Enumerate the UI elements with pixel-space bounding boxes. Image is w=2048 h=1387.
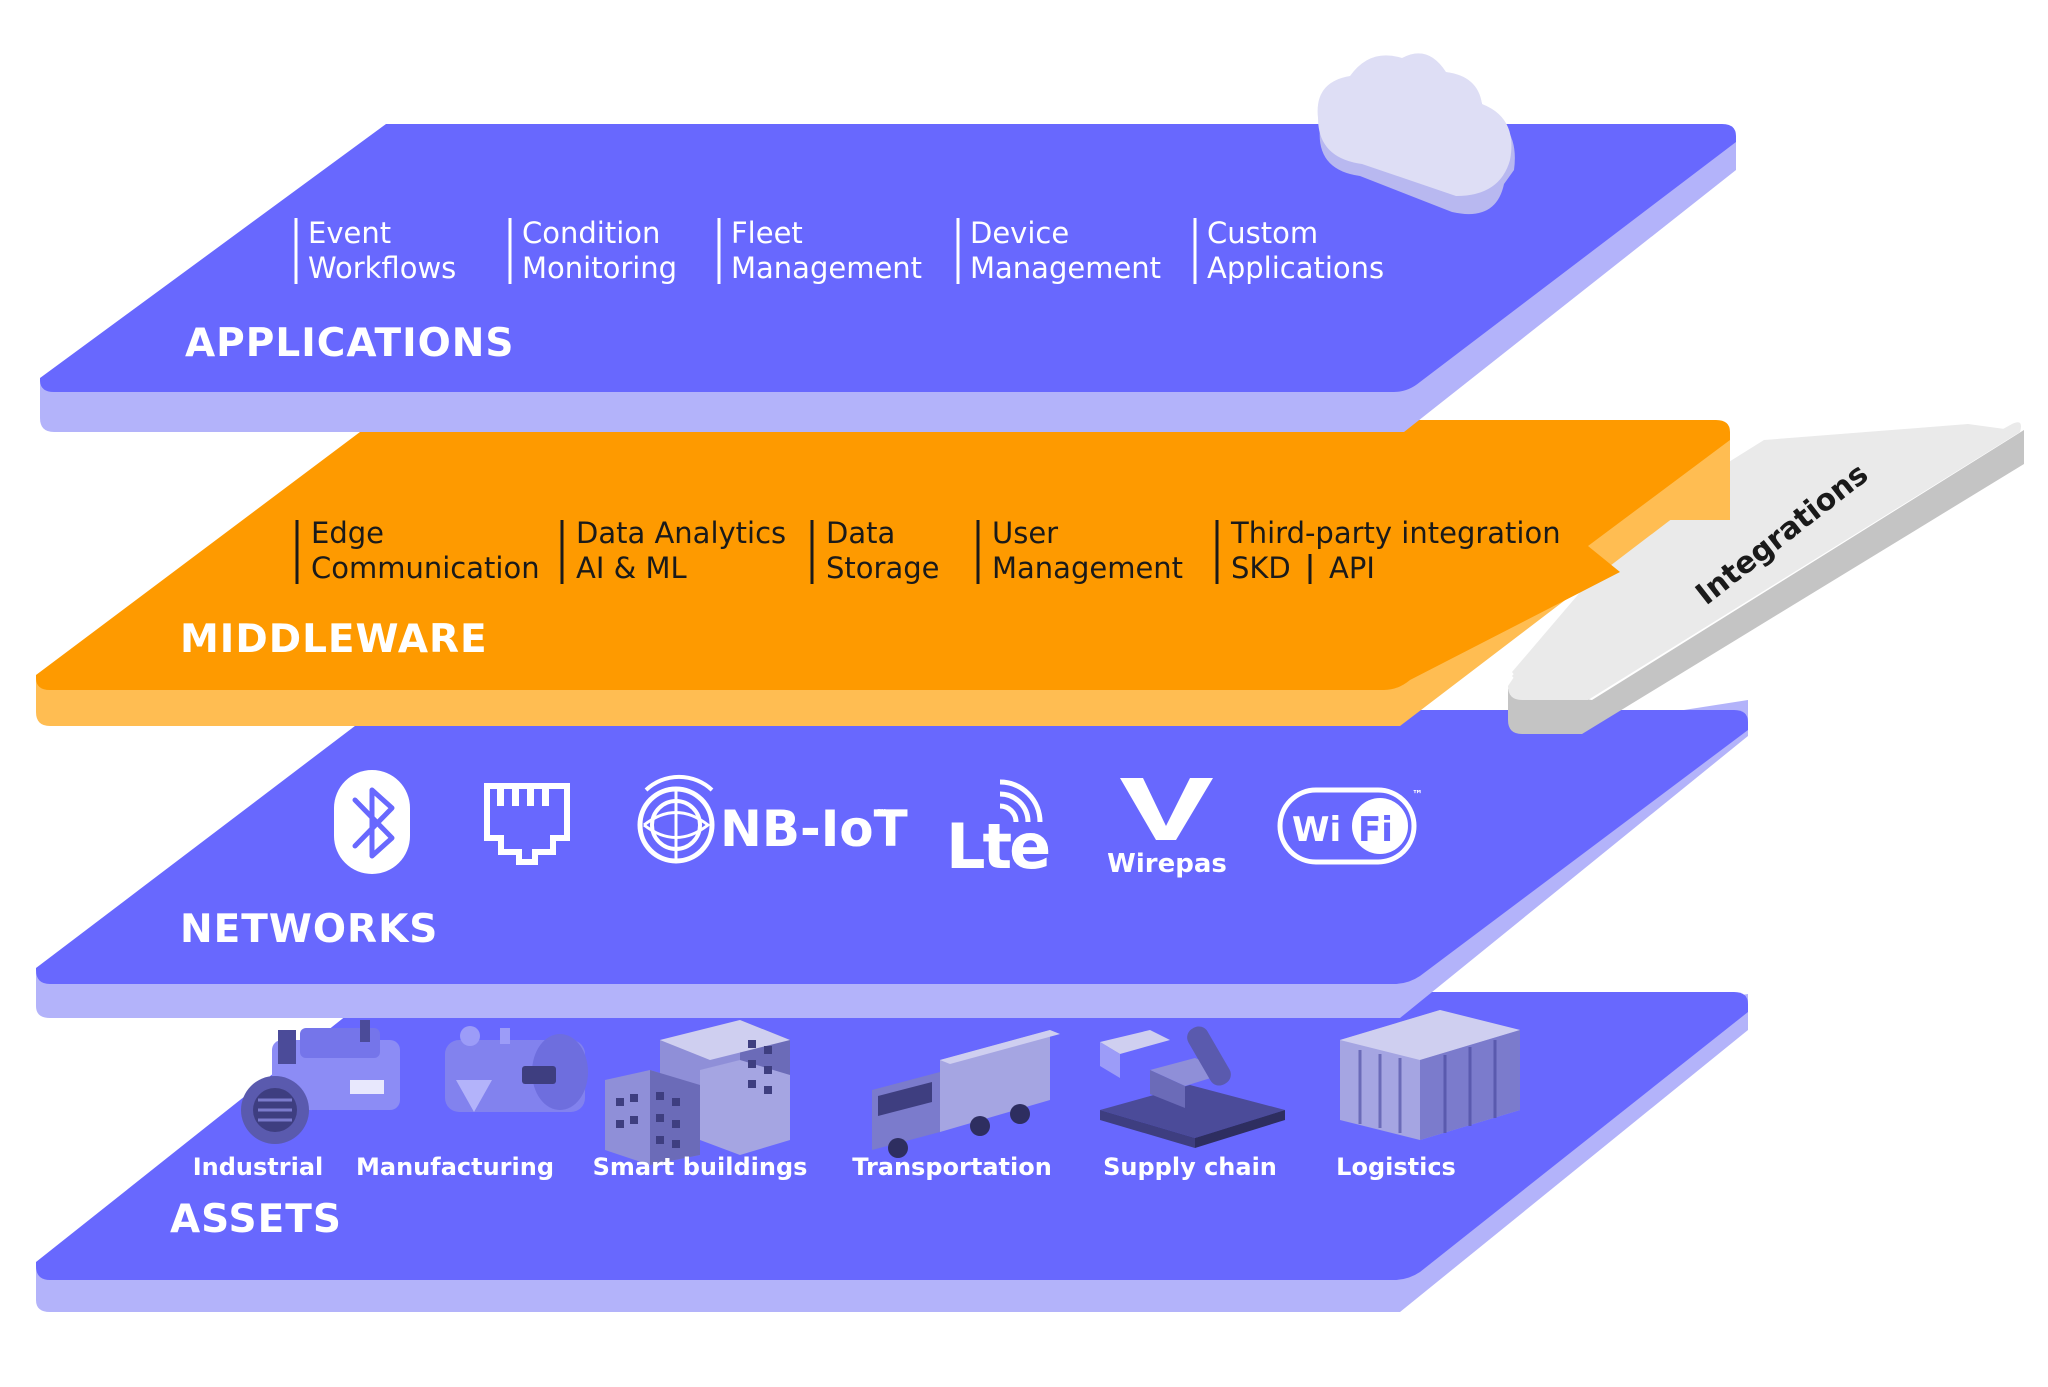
middleware-item-3: User Management bbox=[976, 516, 1183, 585]
applications-item-2-line1: Fleet bbox=[731, 216, 803, 250]
wifi-trademark: ™ bbox=[1412, 788, 1423, 801]
ethernet-port-icon bbox=[484, 783, 570, 865]
applications-item-0: Event Workflows bbox=[294, 216, 456, 285]
applications-item-3-line1: Device bbox=[970, 216, 1069, 250]
lte-logo: Lte bbox=[946, 779, 1052, 883]
wifi-label-wi: Wi bbox=[1292, 810, 1341, 850]
robot-arm-icon bbox=[1100, 1026, 1285, 1148]
applications-layer: Event Workflows Condition Monitoring Fle… bbox=[40, 53, 1736, 432]
applications-item-1-line2: Monitoring bbox=[522, 251, 677, 285]
asset-label-industrial: Industrial bbox=[193, 1153, 324, 1181]
middleware-item-4-line1: Third-party integration bbox=[1230, 516, 1561, 550]
industrial-pump-icon bbox=[241, 1020, 400, 1144]
applications-item-1-line1: Condition bbox=[522, 216, 660, 250]
middleware-item-1: Data Analytics AI & ML bbox=[560, 516, 786, 585]
middleware-item-2: Data Storage bbox=[810, 516, 939, 585]
asset-label-transportation: Transportation bbox=[852, 1153, 1052, 1181]
nb-iot-trademark: ™ bbox=[876, 807, 888, 821]
networks-title: NETWORKS bbox=[180, 907, 438, 952]
middleware-slab-top bbox=[36, 420, 1730, 690]
middleware-title: MIDDLEWARE bbox=[180, 617, 488, 662]
wirepas-label: Wirepas bbox=[1107, 849, 1227, 879]
middleware-item-0-line1: Edge bbox=[311, 516, 384, 550]
middleware-item-1-line1: Data Analytics bbox=[576, 516, 786, 550]
applications-item-0-line1: Event bbox=[308, 216, 391, 250]
applications-slab-top bbox=[40, 124, 1736, 392]
applications-item-3: Device Management bbox=[956, 216, 1161, 285]
middleware-item-0: Edge Communication bbox=[295, 516, 540, 585]
applications-item-2: Fleet Management bbox=[717, 216, 922, 285]
shipping-container-icon bbox=[1340, 1010, 1520, 1140]
middleware-item-3-line1: User bbox=[992, 516, 1058, 550]
networks-layer: NB-IoT ™ Lte Wirepas Wi Fi ™ NETWORKS bbox=[36, 700, 1748, 1018]
nb-iot-logo: NB-IoT ™ bbox=[637, 774, 908, 864]
cloud-icon bbox=[1317, 53, 1515, 215]
buildings-icon bbox=[605, 1020, 790, 1165]
asset-label-smart-buildings: Smart buildings bbox=[593, 1153, 808, 1181]
asset-label-supply-chain: Supply chain bbox=[1103, 1153, 1277, 1181]
applications-title: APPLICATIONS bbox=[185, 321, 514, 366]
asset-label-manufacturing: Manufacturing bbox=[356, 1153, 554, 1181]
assets-layer: Industrial Manufacturing Smart buildings… bbox=[36, 992, 1748, 1312]
middleware-layer: Edge Communication Data Analytics AI & M… bbox=[36, 420, 1730, 726]
asset-label-logistics: Logistics bbox=[1336, 1153, 1456, 1181]
middleware-item-1-line2: AI & ML bbox=[576, 551, 687, 585]
applications-item-3-line2: Management bbox=[970, 251, 1161, 285]
applications-item-4: Custom Applications bbox=[1193, 216, 1384, 285]
middleware-item-4: Third-party integration SKD API bbox=[1215, 516, 1561, 585]
wifi-label-fi: Fi bbox=[1358, 810, 1393, 850]
manufacturing-machine-icon bbox=[445, 1026, 588, 1112]
wifi-logo: Wi Fi ™ bbox=[1277, 787, 1423, 865]
lte-label: Lte bbox=[946, 810, 1049, 883]
nb-iot-label: NB-IoT bbox=[720, 800, 908, 858]
applications-item-4-line2: Applications bbox=[1207, 251, 1384, 285]
middleware-item-0-line2: Communication bbox=[311, 551, 540, 585]
middleware-item-4-line2b: API bbox=[1329, 551, 1375, 585]
middleware-item-3-line2: Management bbox=[992, 551, 1183, 585]
applications-item-4-line1: Custom bbox=[1207, 216, 1318, 250]
applications-item-0-line2: Workflows bbox=[308, 251, 456, 285]
applications-item-2-line2: Management bbox=[731, 251, 922, 285]
middleware-item-2-line1: Data bbox=[826, 516, 895, 550]
middleware-item-2-line2: Storage bbox=[826, 551, 939, 585]
assets-title: ASSETS bbox=[170, 1197, 342, 1242]
wirepas-logo: Wirepas bbox=[1107, 778, 1227, 879]
networks-slab-top bbox=[36, 710, 1748, 984]
middleware-item-4-line2a: SKD bbox=[1231, 551, 1291, 585]
bluetooth-icon bbox=[334, 770, 410, 874]
truck-icon bbox=[872, 1030, 1060, 1158]
applications-item-1: Condition Monitoring bbox=[508, 216, 677, 285]
integrations-arrow-side bbox=[1508, 430, 2024, 734]
